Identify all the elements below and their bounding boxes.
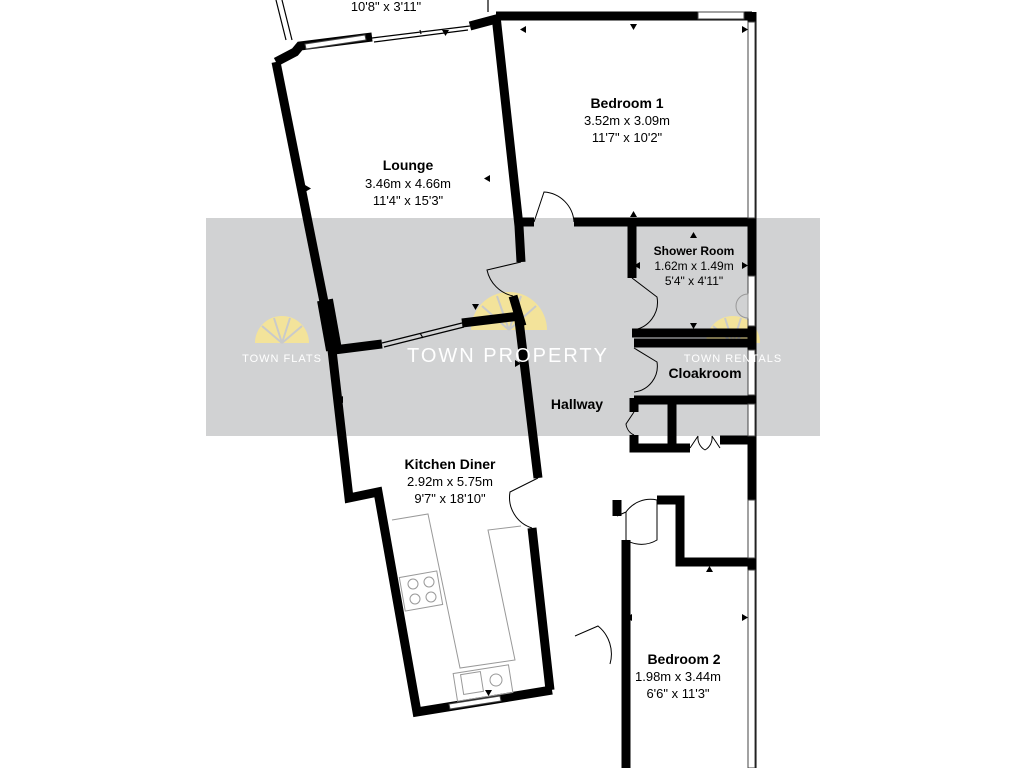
kitchen-diner-dims-metric: 2.92m x 5.75m — [407, 474, 493, 489]
wall-cloakroom — [629, 338, 752, 453]
window-bedroom1-top — [697, 11, 745, 20]
door-entrance — [574, 625, 612, 665]
door-bedroom1 — [533, 191, 575, 223]
window-cloak-right — [747, 349, 756, 396]
bedroom1-dims-metric: 3.52m x 3.09m — [584, 113, 670, 128]
window-bedroom1-right — [747, 21, 756, 219]
kitchen-worktop — [391, 513, 522, 669]
kitchen-diner-dims-imperial: 9'7" x 18'10" — [414, 491, 486, 506]
watermark-logo-left — [255, 316, 309, 344]
door-shower — [631, 277, 658, 331]
hob-icon — [398, 570, 444, 612]
window-cupboard-right — [747, 403, 756, 437]
bedroom1-name: Bedroom 1 — [590, 95, 663, 111]
door-cupboard-left — [625, 411, 635, 436]
kitchen-diner-name: Kitchen Diner — [404, 456, 496, 472]
lounge-dims-imperial: 11'4" x 15'3" — [373, 193, 444, 208]
cloakroom-name: Cloakroom — [668, 365, 741, 381]
door-cloakroom — [633, 347, 658, 393]
wall-bedroom2-left — [612, 500, 631, 768]
window-hall-right — [747, 499, 756, 559]
sliding-door-lounge — [381, 322, 465, 348]
hallway-name: Hallway — [551, 396, 603, 412]
wall-pillar — [317, 298, 342, 352]
balcony-dims-imperial: 10'8" x 3'11" — [351, 0, 422, 14]
door-kitchen — [509, 477, 539, 529]
shower-room-name: Shower Room — [654, 244, 735, 258]
sliding-door-balcony — [371, 25, 471, 43]
window-lounge-top — [304, 34, 367, 50]
door-bedroom2 — [616, 498, 658, 545]
lounge-dims-metric: 3.46m x 4.66m — [365, 176, 451, 191]
bedroom2-dims-metric: 1.98m x 3.44m — [635, 669, 721, 684]
watermark-left: TOWN FLATS — [242, 353, 322, 365]
door-cupboard-double — [689, 435, 721, 451]
watermark-right: TOWN RENTALS — [684, 353, 782, 365]
window-kitchen-bottom — [448, 695, 502, 710]
balcony-outline — [275, 0, 489, 41]
watermark-main: TOWN PROPERTY — [407, 345, 609, 367]
measurement-markers — [305, 24, 748, 696]
basin-icon — [735, 293, 749, 319]
bedroom2-dims-imperial: 6'6" x 11'3" — [646, 686, 709, 701]
bedroom1-dims-imperial: 11'7" x 10'2" — [592, 130, 663, 145]
lounge-name: Lounge — [383, 157, 434, 173]
wall-hall-notch — [657, 495, 752, 567]
window-shower-right — [747, 275, 756, 327]
wall-kitchen-right — [514, 319, 555, 691]
shower-room-dims-metric: 1.62m x 1.49m — [654, 259, 733, 273]
window-bedroom2-right — [747, 569, 756, 768]
sink-icon — [452, 664, 514, 702]
door-lounge-hall — [486, 261, 522, 297]
wall-lounge-kitchen — [333, 311, 521, 355]
bedroom2-name: Bedroom 2 — [647, 651, 720, 667]
shower-room-dims-imperial: 5'4" x 4'11" — [665, 274, 723, 288]
